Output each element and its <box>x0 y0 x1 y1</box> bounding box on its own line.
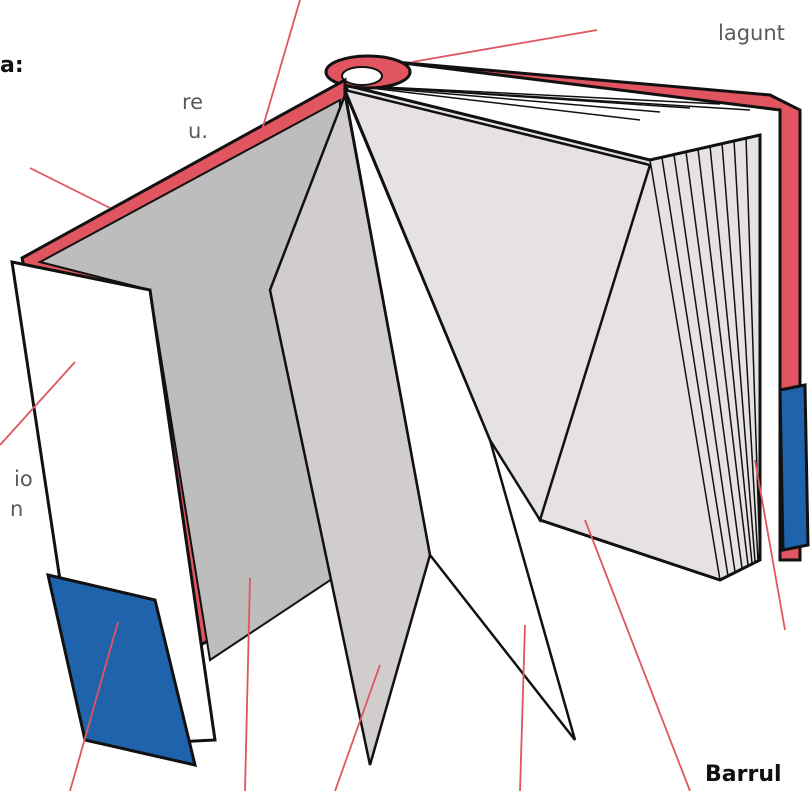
label-bottom-right-heading: Barrul <box>705 762 782 788</box>
label-top-right: lagunt <box>718 20 785 46</box>
spine-band <box>780 385 808 550</box>
label-mid-left-line1: io <box>14 466 33 492</box>
label-left-line2: u. <box>188 118 208 144</box>
label-left-line1: re <box>182 89 203 115</box>
label-left-heading: a: <box>0 53 24 79</box>
label-mid-left-line2: n <box>10 496 23 522</box>
